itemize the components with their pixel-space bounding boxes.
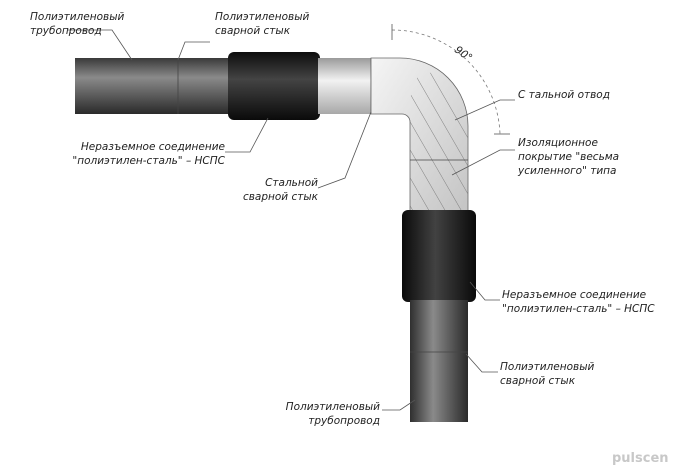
label-npsp-top-line: Неразъемное соединение (81, 141, 225, 153)
label-pe-pipeline-top-line: Полиэтиленовый (30, 11, 124, 23)
leader-pe-weld-top (177, 41, 210, 61)
label-pe-weld-top: Полиэтиленовый сварной стык (215, 11, 309, 37)
angle-label: 90° (452, 44, 474, 65)
label-steel-elbow-line: С тальной отвод (518, 89, 610, 101)
leader-npsp-bottom (469, 281, 500, 301)
label-npsp-bottom: Неразъемное соединение "полиэтилен-сталь"… (502, 289, 655, 315)
label-pe-pipeline-bottom: Полиэтиленовый трубопровод (286, 401, 380, 427)
label-npsp-bottom-line: Неразъемное соединение (502, 289, 646, 301)
label-pe-weld-bottom-line: сварной стык (500, 375, 576, 387)
insulation-coating (405, 70, 468, 212)
label-steel-weld-line: сварной стык (243, 191, 319, 203)
label-pe-weld-top-line: сварной стык (215, 25, 291, 37)
steel-pipe-horizontal (318, 58, 373, 114)
label-pe-weld-top-line: Полиэтиленовый (215, 11, 309, 23)
label-insulation-line: покрытие "весьма (518, 151, 619, 163)
label-pe-weld-bottom-line: Полиэтиленовый (500, 361, 594, 373)
npsp-sleeve-top (228, 52, 320, 120)
label-pe-weld-bottom: Полиэтиленовый сварной стык (500, 361, 594, 387)
label-insulation-line: Изоляционное (518, 137, 598, 149)
label-insulation: Изоляционное покрытие "весьма усиленного" … (517, 137, 619, 177)
npsp-sleeve-bottom (402, 210, 476, 302)
watermark: pulscen (612, 451, 669, 466)
label-npsp-top-line: "полиэтилен-сталь" – НСПС (72, 155, 225, 167)
label-pe-pipeline-top: Полиэтиленовый трубопровод (30, 11, 124, 37)
label-pe-pipeline-bottom-line: Полиэтиленовый (286, 401, 380, 413)
label-npsp-top: Неразъемное соединение "полиэтилен-сталь"… (72, 141, 225, 167)
leader-insulation (451, 149, 515, 176)
pe-pipe-horizontal (75, 58, 230, 114)
leader-steel-weld (317, 111, 372, 189)
label-insulation-line: усиленного" типа (517, 165, 616, 177)
pe-pipe-vertical (410, 300, 468, 422)
leader-pe-pipeline-bottom (382, 399, 416, 411)
label-pe-pipeline-top-line: трубопровод (30, 25, 102, 37)
leader-steel-elbow (454, 99, 515, 121)
leader-npsp-top (225, 117, 269, 153)
leader-pe-pipeline-top (68, 29, 133, 61)
label-pe-pipeline-bottom-line: трубопровод (308, 415, 380, 427)
label-steel-weld: Стальной сварной стык (243, 177, 319, 203)
label-steel-elbow: С тальной отвод (518, 89, 610, 101)
label-steel-weld-line: Стальной (265, 177, 318, 189)
label-npsp-bottom-line: "полиэтилен-сталь" – НСПС (502, 303, 655, 315)
leader-pe-weld-bottom (465, 353, 498, 373)
